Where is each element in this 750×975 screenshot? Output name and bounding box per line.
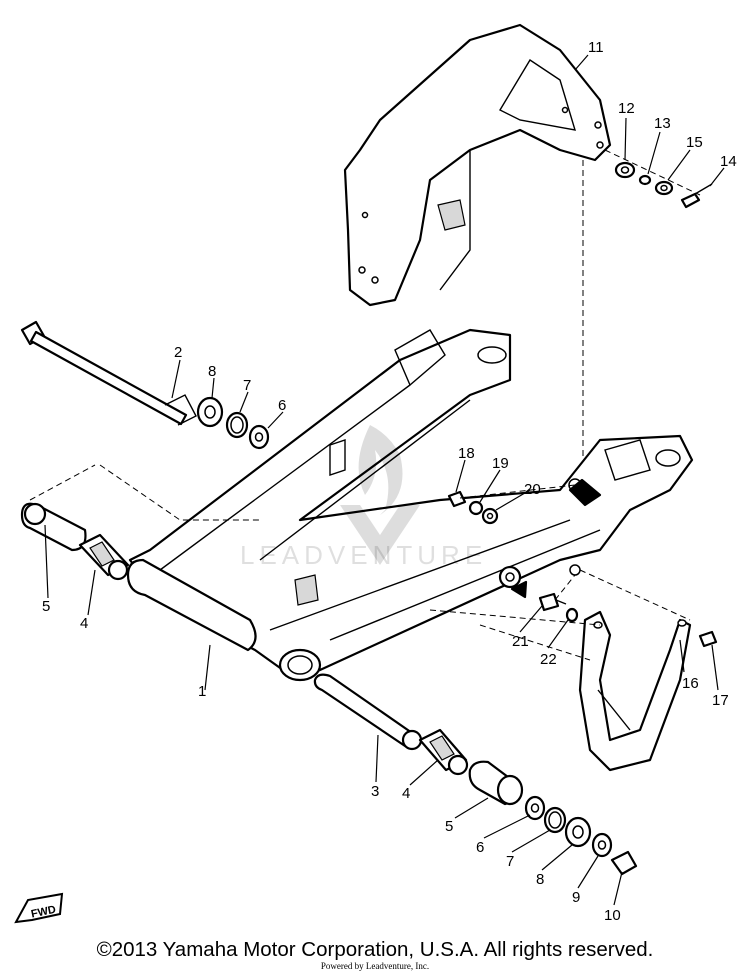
assembly-guide-left [99, 464, 260, 521]
leader-lines [44, 54, 725, 906]
label-part-8-upper: 8 [208, 363, 216, 380]
label-part-11: 11 [588, 39, 604, 56]
label-part-14: 14 [720, 153, 737, 170]
label-part-1: 1 [198, 683, 206, 700]
label-part-18: 18 [458, 445, 475, 462]
assembly-guide-left-2 [29, 464, 96, 501]
label-part-4-left: 4 [80, 615, 88, 632]
part-number-text: 1 2 3 4 4 5 5 6 6 7 7 8 8 9 10 11 12 13 … [42, 39, 737, 924]
part-11-frame-bracket [343, 23, 612, 307]
label-part-21: 21 [512, 633, 529, 650]
label-part-13: 13 [654, 115, 671, 132]
parts-6-7-8-upper [196, 396, 270, 450]
parts-21-22-bolt-washer [538, 574, 579, 623]
label-part-7-lower: 7 [506, 853, 514, 870]
rear-arm-exploded-diagram: 1 1 2 3 4 4 5 5 6 6 7 7 8 8 9 10 11 12 1… [20, 23, 737, 924]
copyright-notice: ©2013 Yamaha Motor Corporation, U.S.A. A… [96, 938, 654, 961]
label-part-2: 2 [174, 344, 182, 361]
label-part-7-upper: 7 [243, 377, 251, 394]
label-part-17: 17 [712, 692, 729, 709]
parts-18-20-nut-washers [447, 484, 576, 525]
label-part-19: 19 [492, 455, 509, 472]
fwd-arrow-badge: FWD [14, 892, 64, 924]
label-part-16: 16 [682, 675, 699, 692]
label-part-8-lower: 8 [536, 871, 544, 888]
parts-4-5-left [20, 502, 130, 581]
label-part-5-left: 5 [42, 598, 50, 615]
label-part-9: 9 [572, 889, 580, 906]
powered-by-credit: Powered by Leadventure, Inc. [320, 961, 430, 971]
label-part-20: 20 [524, 481, 541, 498]
fwd-label: FWD [30, 904, 57, 921]
label-part-5-right: 5 [445, 818, 453, 835]
parts-3-10-right [313, 673, 638, 876]
part-2-pivot-shaft [20, 320, 197, 426]
label-part-15: 15 [686, 134, 703, 151]
label-part-22: 22 [540, 651, 557, 668]
label-part-12: 12 [618, 100, 635, 117]
part-1-rear-arm [126, 328, 694, 682]
watermark-text: LEADVENTURE [240, 540, 488, 570]
label-part-6-upper: 6 [278, 397, 286, 414]
label-part-6-lower: 6 [476, 839, 484, 856]
label-part-4-right: 4 [402, 785, 410, 802]
label-part-3: 3 [371, 783, 379, 800]
label-part-10: 10 [604, 907, 621, 924]
parts-12-15-fasteners [604, 149, 713, 209]
part-16-bracket [429, 569, 718, 772]
